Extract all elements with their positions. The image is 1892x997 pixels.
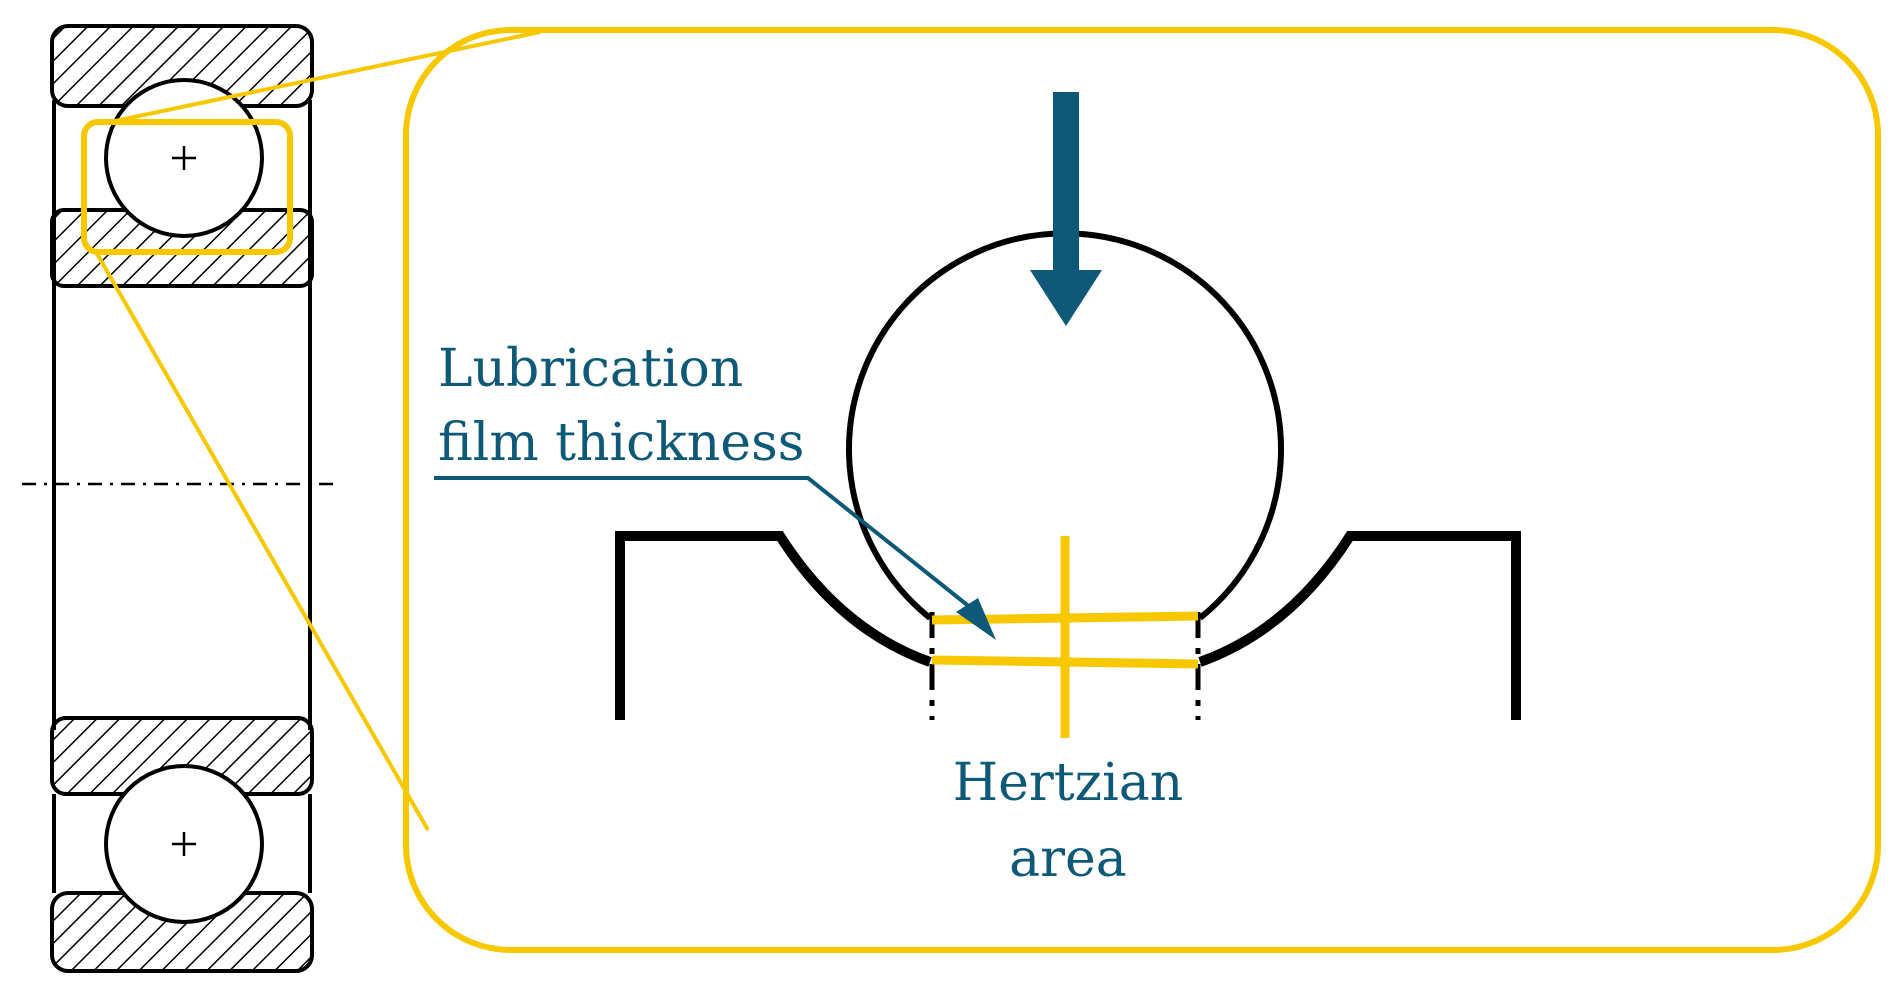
hertzian-label-line2: area bbox=[1009, 829, 1127, 889]
zoom-connector-top bbox=[109, 30, 541, 124]
zoom-callout bbox=[81, 27, 1881, 953]
load-arrow-icon bbox=[1030, 92, 1102, 326]
raceway-profile bbox=[615, 531, 1521, 720]
zoom-connector-bottom bbox=[94, 251, 430, 831]
hertzian-label-line1: Hertzian bbox=[953, 753, 1183, 813]
lubrication-label-line1: Lubrication bbox=[438, 339, 743, 399]
zoom-detail-frame bbox=[403, 27, 1881, 953]
film-pointer-arrow bbox=[434, 476, 996, 640]
lubrication-label-line2: film thickness bbox=[438, 413, 804, 473]
contact-detail: Lubrication film thickness Hertzian area bbox=[434, 92, 1521, 889]
zoom-source-box bbox=[81, 119, 293, 255]
